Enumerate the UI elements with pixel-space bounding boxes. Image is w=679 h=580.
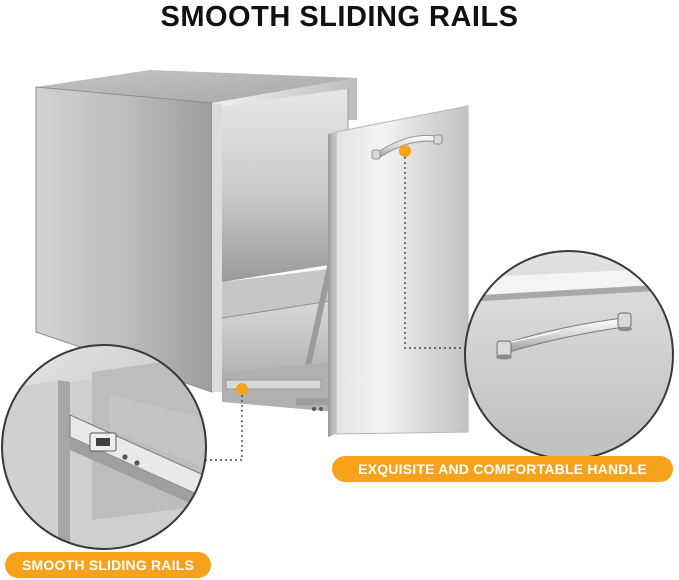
rails-leader-line bbox=[206, 395, 243, 461]
page-title: SMOOTH SLIDING RAILS bbox=[160, 1, 519, 33]
handle-marker-dot bbox=[399, 145, 411, 157]
rails-feature-badge: SMOOTH SLIDING RAILS bbox=[5, 552, 211, 578]
drawer-door bbox=[328, 105, 469, 437]
cabinet bbox=[35, 70, 357, 393]
handle-zoom-circle bbox=[464, 250, 674, 460]
cabinet-interior bbox=[222, 89, 348, 282]
handle-feature-badge: EXQUISITE AND COMFORTABLE HANDLE bbox=[332, 456, 673, 482]
rails-zoom-circle bbox=[1, 344, 207, 550]
rails-marker-dot bbox=[236, 383, 248, 395]
pull-out-drawer bbox=[221, 262, 337, 412]
handle-leader-line bbox=[404, 157, 469, 349]
